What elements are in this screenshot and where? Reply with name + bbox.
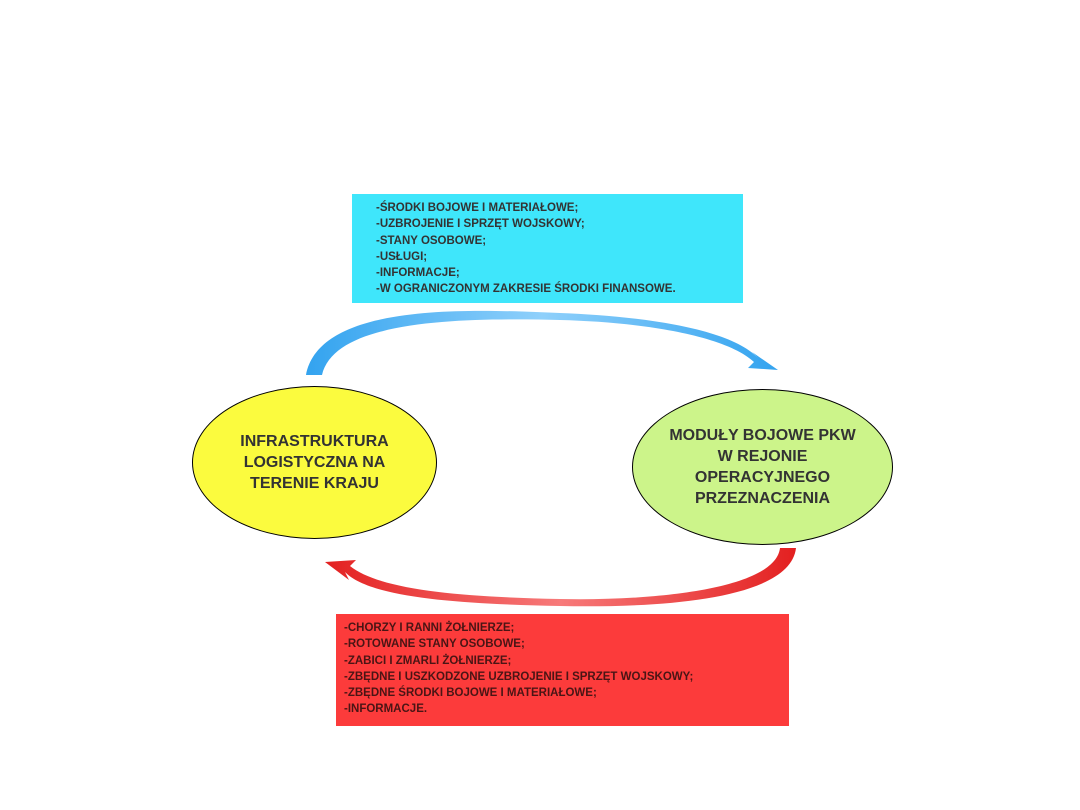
supply-list-box: -ŚRODKI BOJOWE I MATERIAŁOWE; -UZBROJENI… [352, 194, 743, 303]
node-label-line: OPERACYJNEGO [694, 469, 831, 486]
return-list-box: -CHORZY I RANNI ŻOŁNIERZE; -ROTOWANE STA… [336, 614, 789, 726]
return-arrow [325, 548, 796, 607]
node-label-line: PRZEZNACZENIA [694, 490, 831, 507]
node-label-line: INFRASTRUKTURA [240, 433, 389, 450]
supply-item: -STANY OSOBOWE; [376, 234, 487, 247]
return-item: -ZBĘDNE ŚRODKI BOJOWE I MATERIAŁOWE; [344, 687, 597, 700]
return-item: -ZABICI I ZMARLI ŻOŁNIERZE; [344, 654, 512, 667]
supply-arrow [306, 310, 778, 375]
node-label-line: W REJONIE [717, 448, 808, 465]
return-item: -ZBĘDNE I USZKODZONE UZBROJENIE I SPRZĘT… [344, 670, 694, 683]
supply-item: -W OGRANICZONYM ZAKRESIE ŚRODKI FINANSOW… [376, 283, 676, 296]
supply-item: -INFORMACJE; [376, 267, 460, 280]
return-item: -CHORZY I RANNI ŻOŁNIERZE; [344, 622, 515, 634]
node-combat-modules: MODUŁY BOJOWE PKW W REJONIE OPERACYJNEGO… [632, 389, 893, 545]
node-label-line: LOGISTYCZNA NA [243, 454, 386, 471]
node-logistics-infrastructure: INFRASTRUKTURA LOGISTYCZNA NA TERENIE KR… [192, 386, 437, 539]
return-item: -ROTOWANE STANY OSOBOWE; [344, 638, 525, 651]
supply-item: -ŚRODKI BOJOWE I MATERIAŁOWE; [376, 202, 579, 214]
node-label-line: MODUŁY BOJOWE PKW [669, 427, 856, 444]
supply-item: -USŁUGI; [376, 250, 428, 263]
supply-item: -UZBROJENIE I SPRZĘT WOJSKOWY; [376, 218, 585, 231]
node-label-line: TERENIE KRAJU [250, 475, 379, 492]
return-item: -INFORMACJE. [344, 703, 428, 716]
